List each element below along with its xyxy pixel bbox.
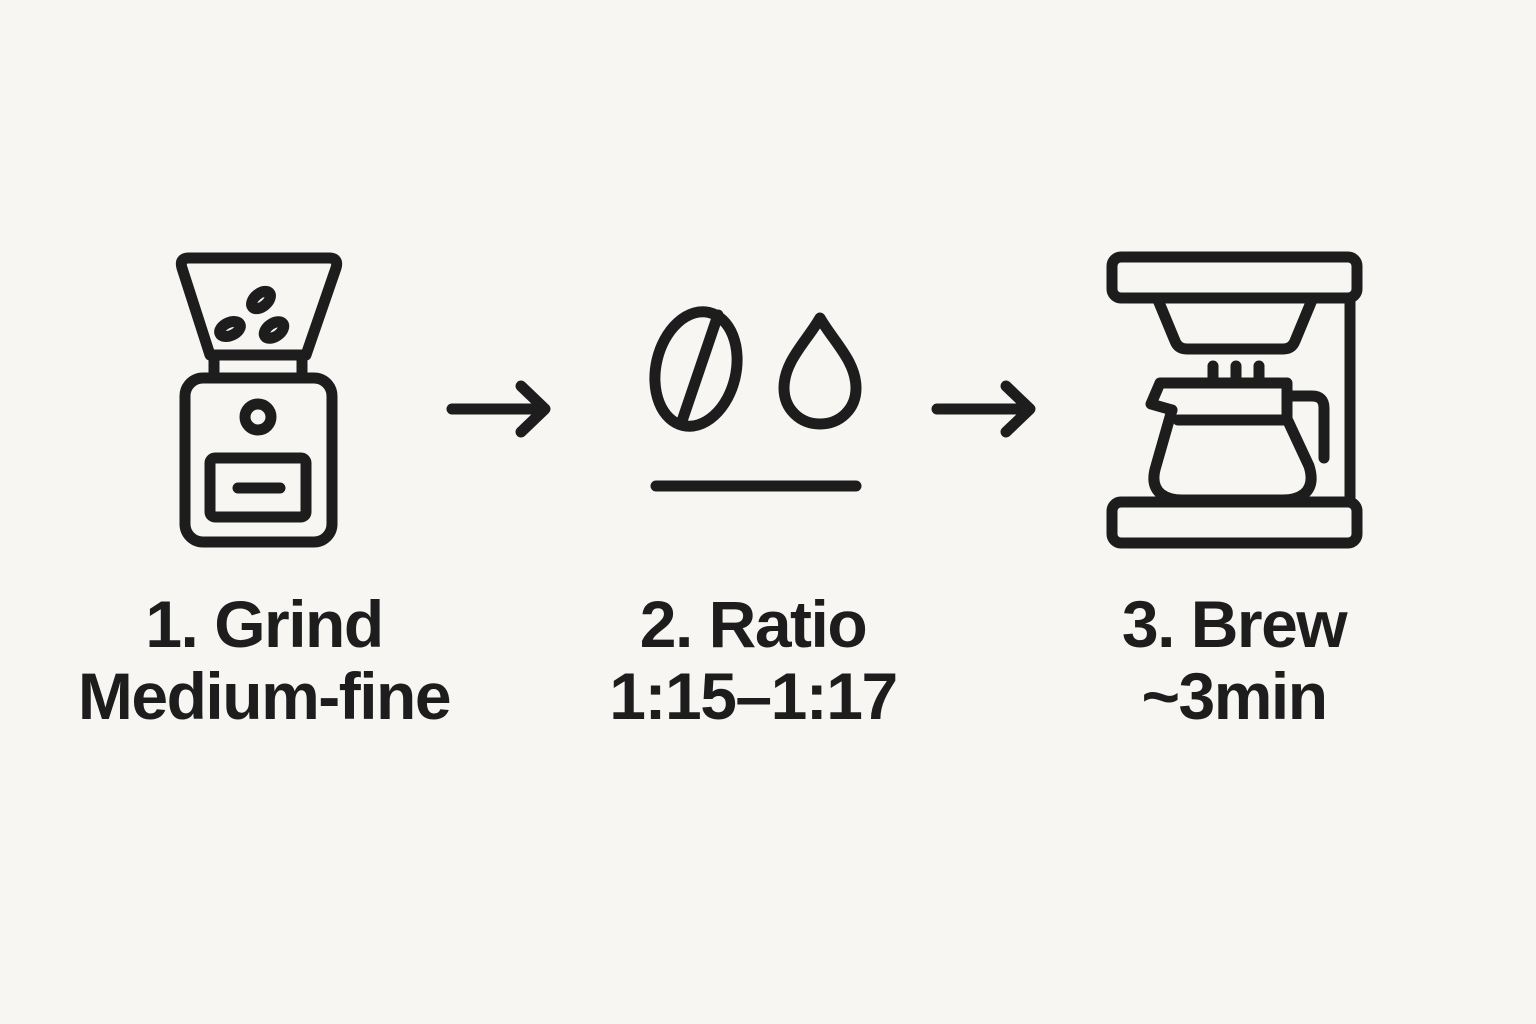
drip-coffee-maker-icon [1106, 251, 1363, 549]
coffee-grinder-icon [175, 252, 343, 548]
coffee-bean-water-drop-ratio-icon [649, 306, 862, 492]
step-3-title: 3. Brew [1121, 587, 1348, 661]
grinder-knob [239, 398, 277, 436]
carafe-lid [1145, 377, 1293, 426]
step-3-subtitle: ~3min [1141, 659, 1328, 733]
grinder-hopper [175, 252, 343, 361]
coffee-maker-base [1106, 496, 1363, 549]
step-1-subtitle: Medium-fine [77, 659, 452, 733]
step-1-title: 1. Grind [145, 587, 384, 661]
step-2-title: 2. Ratio [639, 587, 868, 661]
grinder-beans [214, 285, 290, 344]
step-3-label: 3. Brew ~3min [1121, 587, 1348, 733]
coffee-bean-slash [675, 309, 724, 430]
step-2-subtitle: 1:15–1:17 [609, 659, 898, 733]
coffee-maker-top [1106, 251, 1363, 304]
step-1-label: 1. Grind Medium-fine [77, 587, 452, 733]
water-drop-icon [778, 312, 862, 430]
grinder-drawer [204, 452, 312, 523]
grinder-body [179, 372, 338, 548]
right-arrow-icon [446, 380, 551, 438]
right-arrow-icon [931, 380, 1036, 438]
step-2-label: 2. Ratio 1:15–1:17 [609, 587, 898, 733]
carafe-handle [1282, 390, 1330, 464]
coffee-maker-filter-basket [1152, 294, 1318, 355]
